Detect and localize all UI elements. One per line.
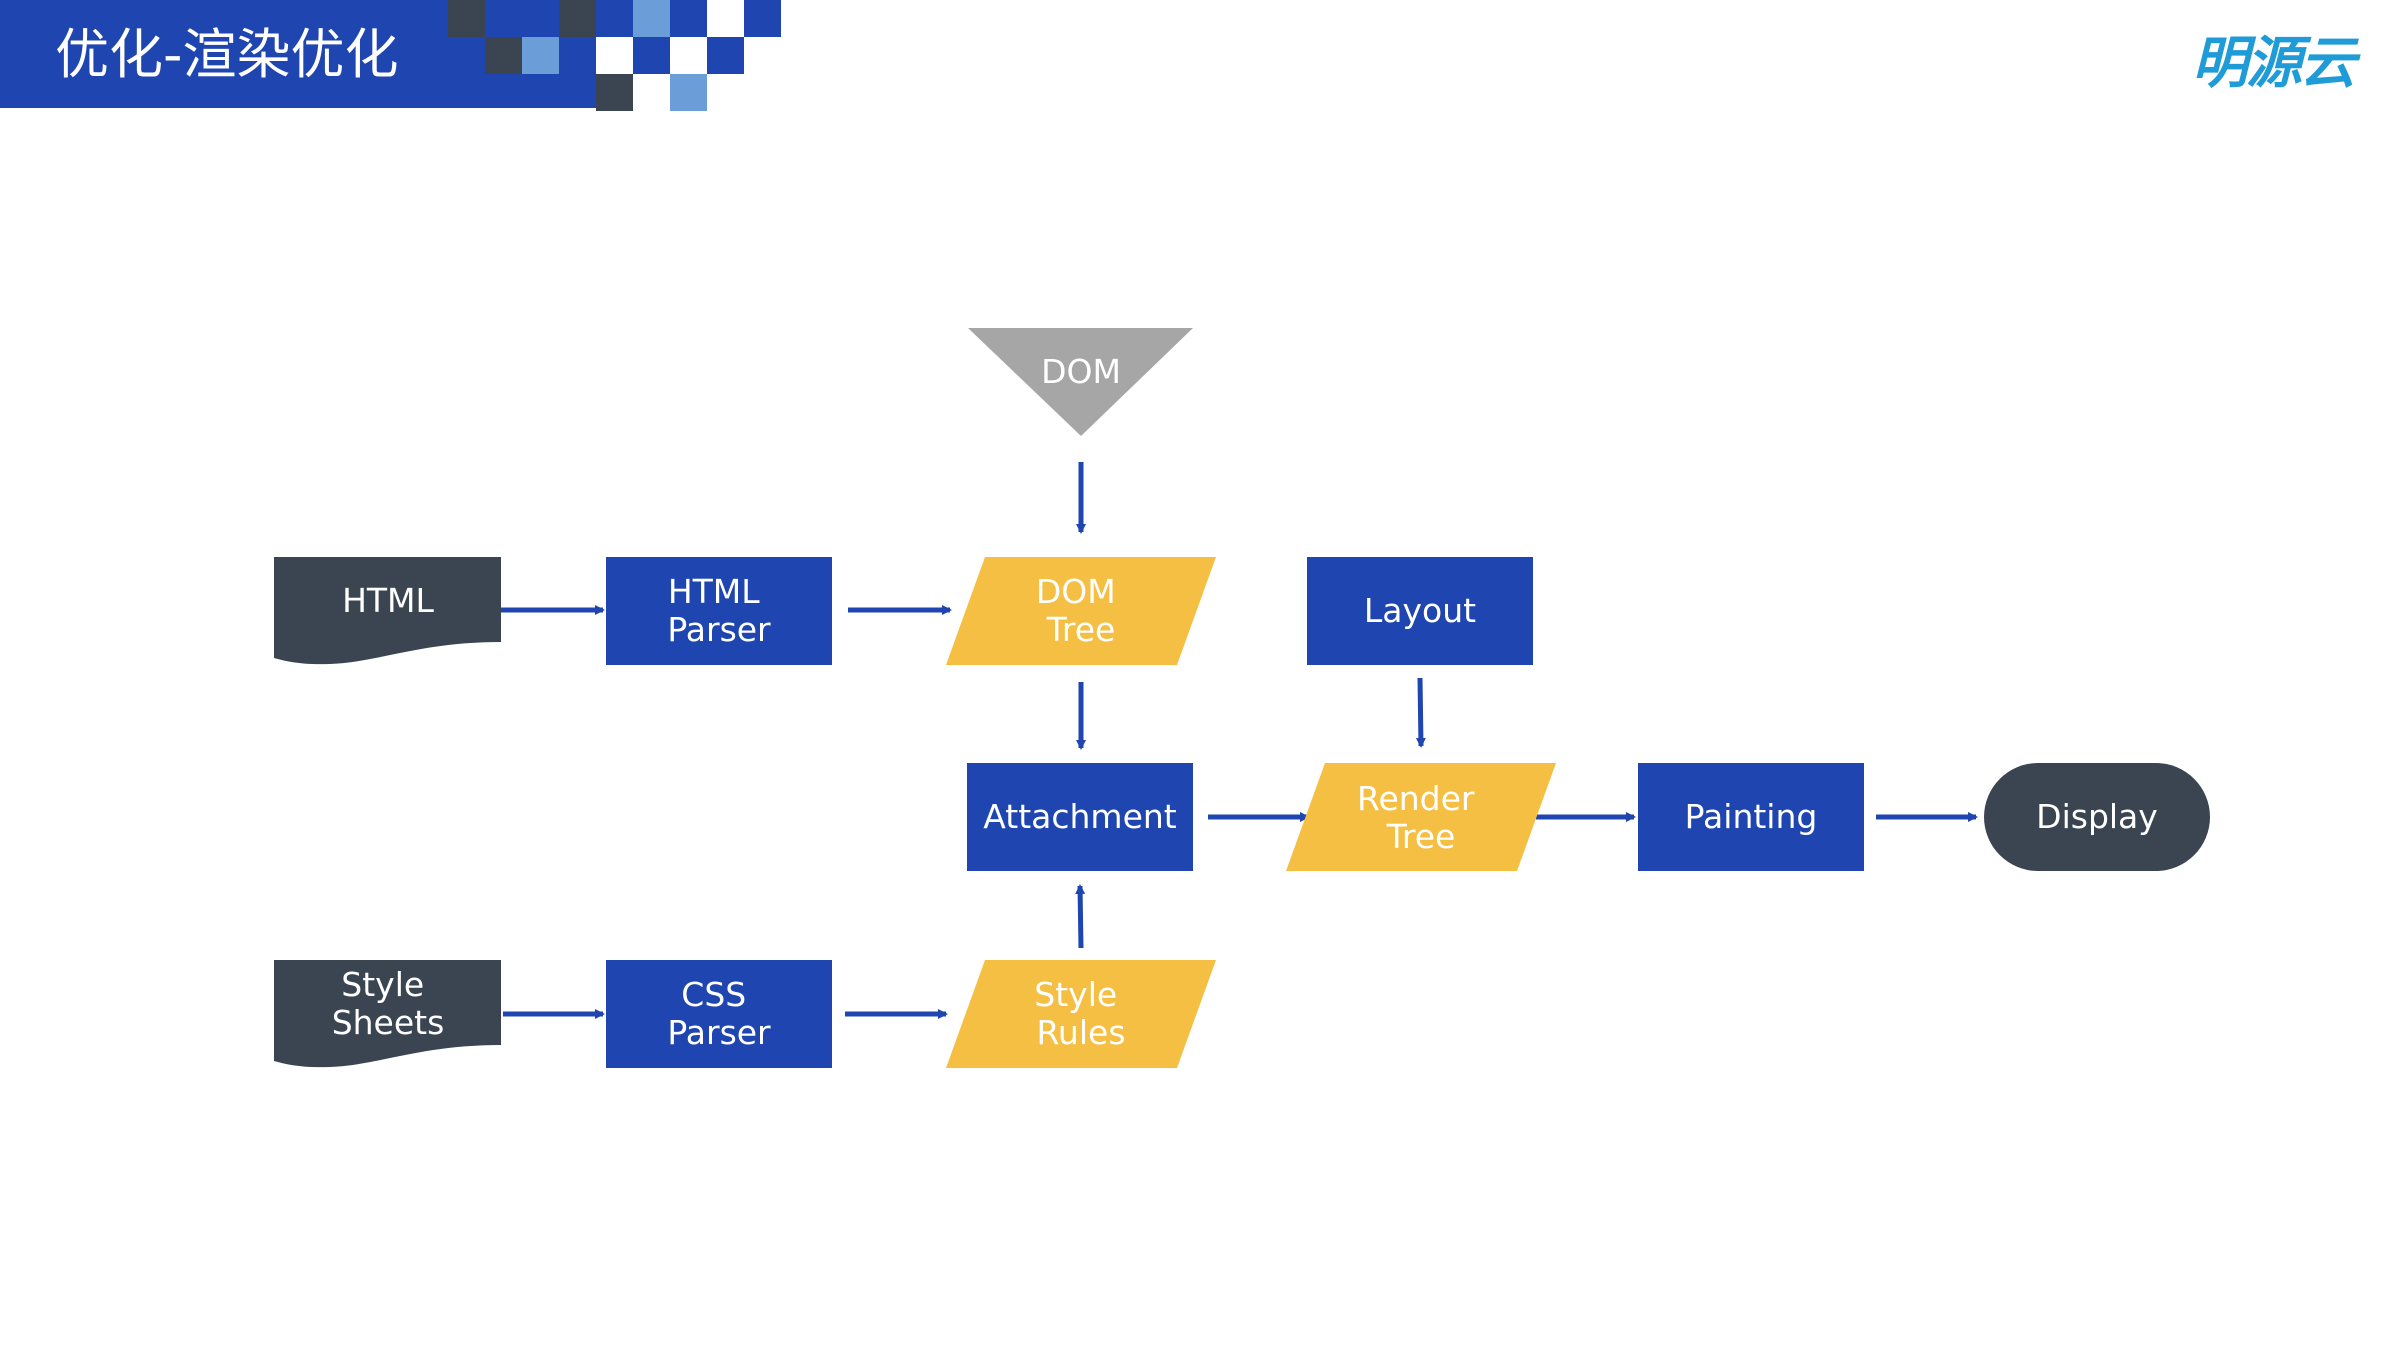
render-tree-parallelogram — [1286, 763, 1556, 871]
painting-box — [1638, 763, 1864, 871]
dom-source-label: DOM — [1041, 352, 1121, 391]
mosaic-tile — [522, 37, 559, 74]
node-html-document: HTML — [274, 557, 501, 665]
attachment-label: Attachment — [983, 797, 1177, 836]
html-document-label-line: HTML — [342, 581, 434, 620]
html-parser-label-line-1: HTML — [668, 572, 760, 611]
node-dom-source: DOM — [968, 328, 1193, 436]
mosaic-tile — [448, 0, 485, 37]
mosaic-tile — [522, 0, 559, 37]
dom-tree-label: DOM Tree — [1036, 572, 1126, 649]
attachment-label-line: Attachment — [983, 797, 1177, 836]
slide-title: 优化-渲染优化 — [55, 23, 399, 86]
brand-logo: 明源云 — [2192, 31, 2356, 96]
css-parser-label-line-2: Parser — [667, 1013, 771, 1052]
edge-layout-to-render-tree — [1415, 677, 1426, 748]
display-label: Display — [2036, 797, 2158, 836]
render-tree-label-line-2: Tree — [1386, 817, 1456, 856]
display-terminator — [1984, 763, 2210, 871]
node-css-parser: CSS Parser — [606, 960, 832, 1068]
style-rules-label: Style Rules — [1034, 975, 1127, 1052]
layout-box — [1307, 557, 1533, 665]
mosaic-tile — [633, 0, 670, 37]
node-style-sheets: Style Sheets — [274, 960, 501, 1068]
dom-tree-label-line-2: Tree — [1046, 610, 1116, 649]
mosaic-tile — [670, 37, 707, 74]
edges — [501, 462, 1978, 1019]
style-rules-label-line-2: Rules — [1036, 1013, 1125, 1052]
style-sheets-label-line-2: Sheets — [332, 1003, 445, 1042]
mosaic-tile — [670, 74, 707, 111]
mosaic-tile — [707, 37, 744, 74]
layout-label-line: Layout — [1364, 591, 1476, 630]
mosaic-tile — [744, 0, 781, 37]
node-html-parser: HTML Parser — [606, 557, 832, 665]
style-sheets-label-line-1: Style — [341, 965, 424, 1004]
html-parser-label: HTML Parser — [667, 572, 771, 649]
display-label-line: Display — [2036, 797, 2158, 836]
mosaic-tile — [485, 37, 522, 74]
mosaic-tile — [485, 0, 522, 37]
mosaic-tile — [670, 0, 707, 37]
dom-tree-parallelogram — [946, 557, 1216, 665]
layout-label: Layout — [1364, 591, 1476, 630]
node-render-tree: Render Tree — [1286, 763, 1556, 871]
html-document-shape — [274, 557, 501, 665]
mosaic-tile — [596, 74, 633, 111]
style-sheets-label: Style Sheets — [332, 965, 445, 1042]
style-rules-parallelogram — [946, 960, 1216, 1068]
node-style-rules: Style Rules — [946, 960, 1216, 1068]
render-tree-label: Render Tree — [1357, 779, 1485, 856]
edge-style-rules-to-attachment — [1075, 884, 1086, 949]
node-display: Display — [1984, 763, 2210, 871]
render-tree-label-line-1: Render — [1357, 779, 1475, 818]
html-parser-label-line-2: Parser — [667, 610, 771, 649]
dom-tree-label-line-1: DOM — [1036, 572, 1116, 611]
node-layout: Layout — [1307, 557, 1533, 665]
style-rules-label-line-1: Style — [1034, 975, 1117, 1014]
html-document-label: HTML — [342, 581, 434, 620]
style-sheets-document-shape — [274, 960, 501, 1068]
css-parser-box — [606, 960, 832, 1068]
attachment-box — [967, 763, 1193, 871]
node-painting: Painting — [1638, 763, 1864, 871]
mosaic-tile — [559, 0, 596, 37]
mosaic-tile — [596, 0, 633, 37]
painting-label-line: Painting — [1685, 797, 1818, 836]
css-parser-label: CSS Parser — [667, 975, 771, 1052]
mosaic-tile — [596, 37, 633, 74]
css-parser-label-line-1: CSS — [681, 975, 746, 1014]
dom-source-label-line: DOM — [1041, 352, 1121, 391]
mosaic-tile — [559, 37, 596, 74]
node-dom-tree: DOM Tree — [946, 557, 1216, 665]
node-attachment: Attachment — [967, 763, 1193, 871]
mosaic-tile — [633, 37, 670, 74]
painting-label: Painting — [1685, 797, 1818, 836]
html-parser-box — [606, 557, 832, 665]
dom-source-triangle — [968, 328, 1193, 436]
